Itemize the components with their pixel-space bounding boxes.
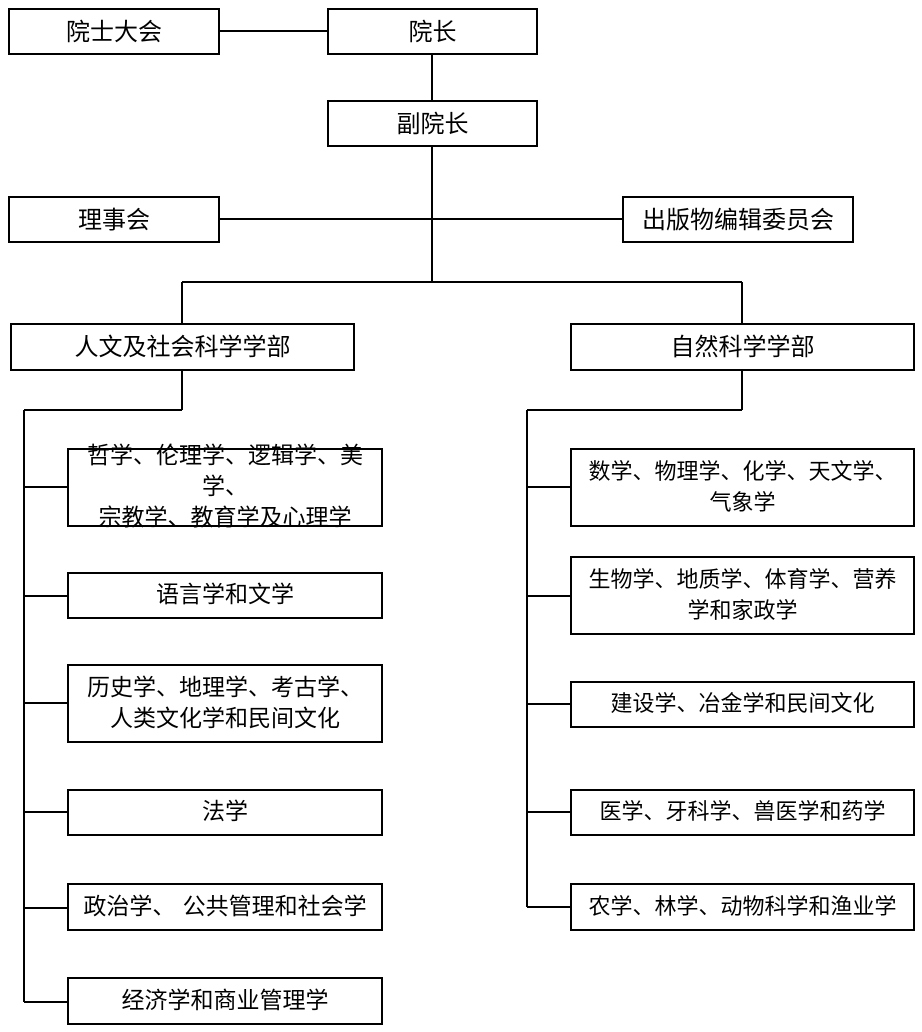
section-label: 学和家政学 — [687, 598, 798, 624]
board-label: 理事会 — [78, 205, 150, 234]
section-label: 数学、物理学、化学、天文学、 — [588, 459, 897, 485]
natural-sciences-division-label: 自然科学学部 — [670, 333, 815, 361]
humanities-section-box: 政治学、 公共管理和社会学 — [67, 883, 383, 931]
vice-president-box: 副院长 — [327, 100, 538, 147]
humanities-section-box: 哲学、伦理学、逻辑学、美学、 宗教学、教育学及心理学 — [67, 443, 383, 531]
academicians-assembly-label: 院士大会 — [66, 17, 162, 46]
humanities-section-box: 经济学和商业管理学 — [67, 977, 383, 1025]
vice-president-label: 副院长 — [396, 109, 469, 138]
section-label: 人类文化学和民间文化 — [110, 705, 340, 732]
section-label: 宗教学、教育学及心理学 — [98, 505, 352, 531]
section-label: 政治学、 公共管理和社会学 — [83, 893, 367, 920]
president-box: 院长 — [327, 8, 538, 55]
section-label: 历史学、地理学、考古学、 — [87, 674, 363, 701]
humanities-section-box: 法学 — [67, 789, 383, 836]
natural-section-box: 建设学、冶金学和民间文化 — [570, 681, 915, 728]
natural-section-box: 农学、林学、动物科学和渔业学 — [570, 883, 915, 931]
section-label: 生物学、地质学、体育学、营养 — [588, 567, 897, 593]
natural-section-box: 医学、牙科学、兽医学和药学 — [570, 789, 915, 836]
academicians-assembly-box: 院士大会 — [8, 8, 220, 55]
section-label: 农学、林学、动物科学和渔业学 — [588, 894, 897, 920]
humanities-section-box: 历史学、地理学、考古学、 人类文化学和民间文化 — [67, 664, 383, 743]
president-label: 院长 — [408, 17, 457, 46]
section-label: 经济学和商业管理学 — [121, 987, 329, 1014]
section-label: 法学 — [202, 799, 248, 825]
board-box: 理事会 — [8, 196, 220, 243]
editorial-committee-box: 出版物编辑委员会 — [622, 196, 854, 243]
humanities-division-label: 人文及社会科学学部 — [74, 333, 291, 361]
editorial-committee-label: 出版物编辑委员会 — [642, 205, 834, 234]
section-label: 哲学、伦理学、逻辑学、美学、 — [87, 443, 363, 500]
natural-section-box: 数学、物理学、化学、天文学、 气象学 — [570, 448, 915, 527]
humanities-section-box: 语言学和文学 — [67, 572, 383, 619]
natural-sciences-division-box: 自然科学学部 — [570, 323, 915, 371]
natural-section-box: 生物学、地质学、体育学、营养 学和家政学 — [570, 556, 915, 635]
section-label: 语言学和文学 — [156, 582, 294, 608]
section-label: 医学、牙科学、兽医学和药学 — [599, 800, 886, 825]
humanities-division-box: 人文及社会科学学部 — [10, 323, 355, 371]
section-label: 建设学、冶金学和民间文化 — [610, 692, 875, 717]
section-label: 气象学 — [709, 490, 776, 516]
